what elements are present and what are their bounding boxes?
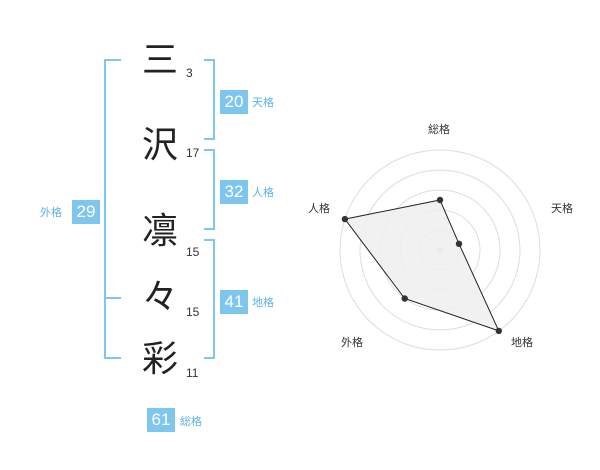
tenkaku-bracket	[204, 59, 215, 140]
radar-axis-label-tenkaku: 天格	[551, 202, 573, 215]
stroke-count-1: 3	[186, 66, 193, 80]
radar-point-2	[455, 240, 463, 247]
radar-point-5	[341, 215, 349, 223]
stroke-count-2: 17	[186, 146, 200, 160]
radar-ring-5	[339, 149, 541, 351]
tenkaku-badge: 20	[220, 90, 248, 114]
radar-axis-label-jinkaku: 人格	[308, 202, 330, 215]
radar-point-4	[401, 295, 408, 302]
jinkaku-badge: 32	[220, 180, 248, 204]
radar-point-3	[495, 327, 502, 335]
chikaku-bracket	[204, 239, 215, 359]
gaikaku-label: 外格	[40, 206, 62, 219]
name-char-4: 々	[141, 277, 178, 318]
stroke-count-4: 15	[186, 305, 200, 319]
name-char-1: 三	[141, 40, 178, 81]
soukaku-badge: 61	[147, 408, 175, 432]
name-char-5: 彩	[141, 339, 178, 380]
radar-axis-label-soukaku: 総格	[428, 123, 450, 136]
jinkaku-label: 人格	[252, 186, 274, 199]
name-char-2: 沢	[141, 125, 178, 166]
radar-axis-label-chikaku: 地格	[511, 336, 533, 349]
stroke-count-3: 15	[186, 245, 200, 259]
radar-point-1	[436, 196, 444, 204]
gaikaku-badge: 29	[72, 200, 100, 224]
radar-value-polygon	[344, 199, 500, 332]
chikaku-label: 地格	[252, 296, 274, 309]
radar-ring-4	[359, 169, 521, 331]
chikaku-badge: 41	[220, 290, 248, 314]
soukaku-label: 総格	[180, 415, 202, 428]
gaikaku-bracket	[104, 59, 121, 359]
jinkaku-bracket	[204, 149, 215, 230]
name-char-3: 凛	[141, 211, 178, 252]
radar-axis-label-gaikaku: 外格	[341, 336, 363, 349]
tenkaku-label: 天格	[252, 96, 274, 109]
stroke-count-5: 11	[186, 366, 199, 380]
